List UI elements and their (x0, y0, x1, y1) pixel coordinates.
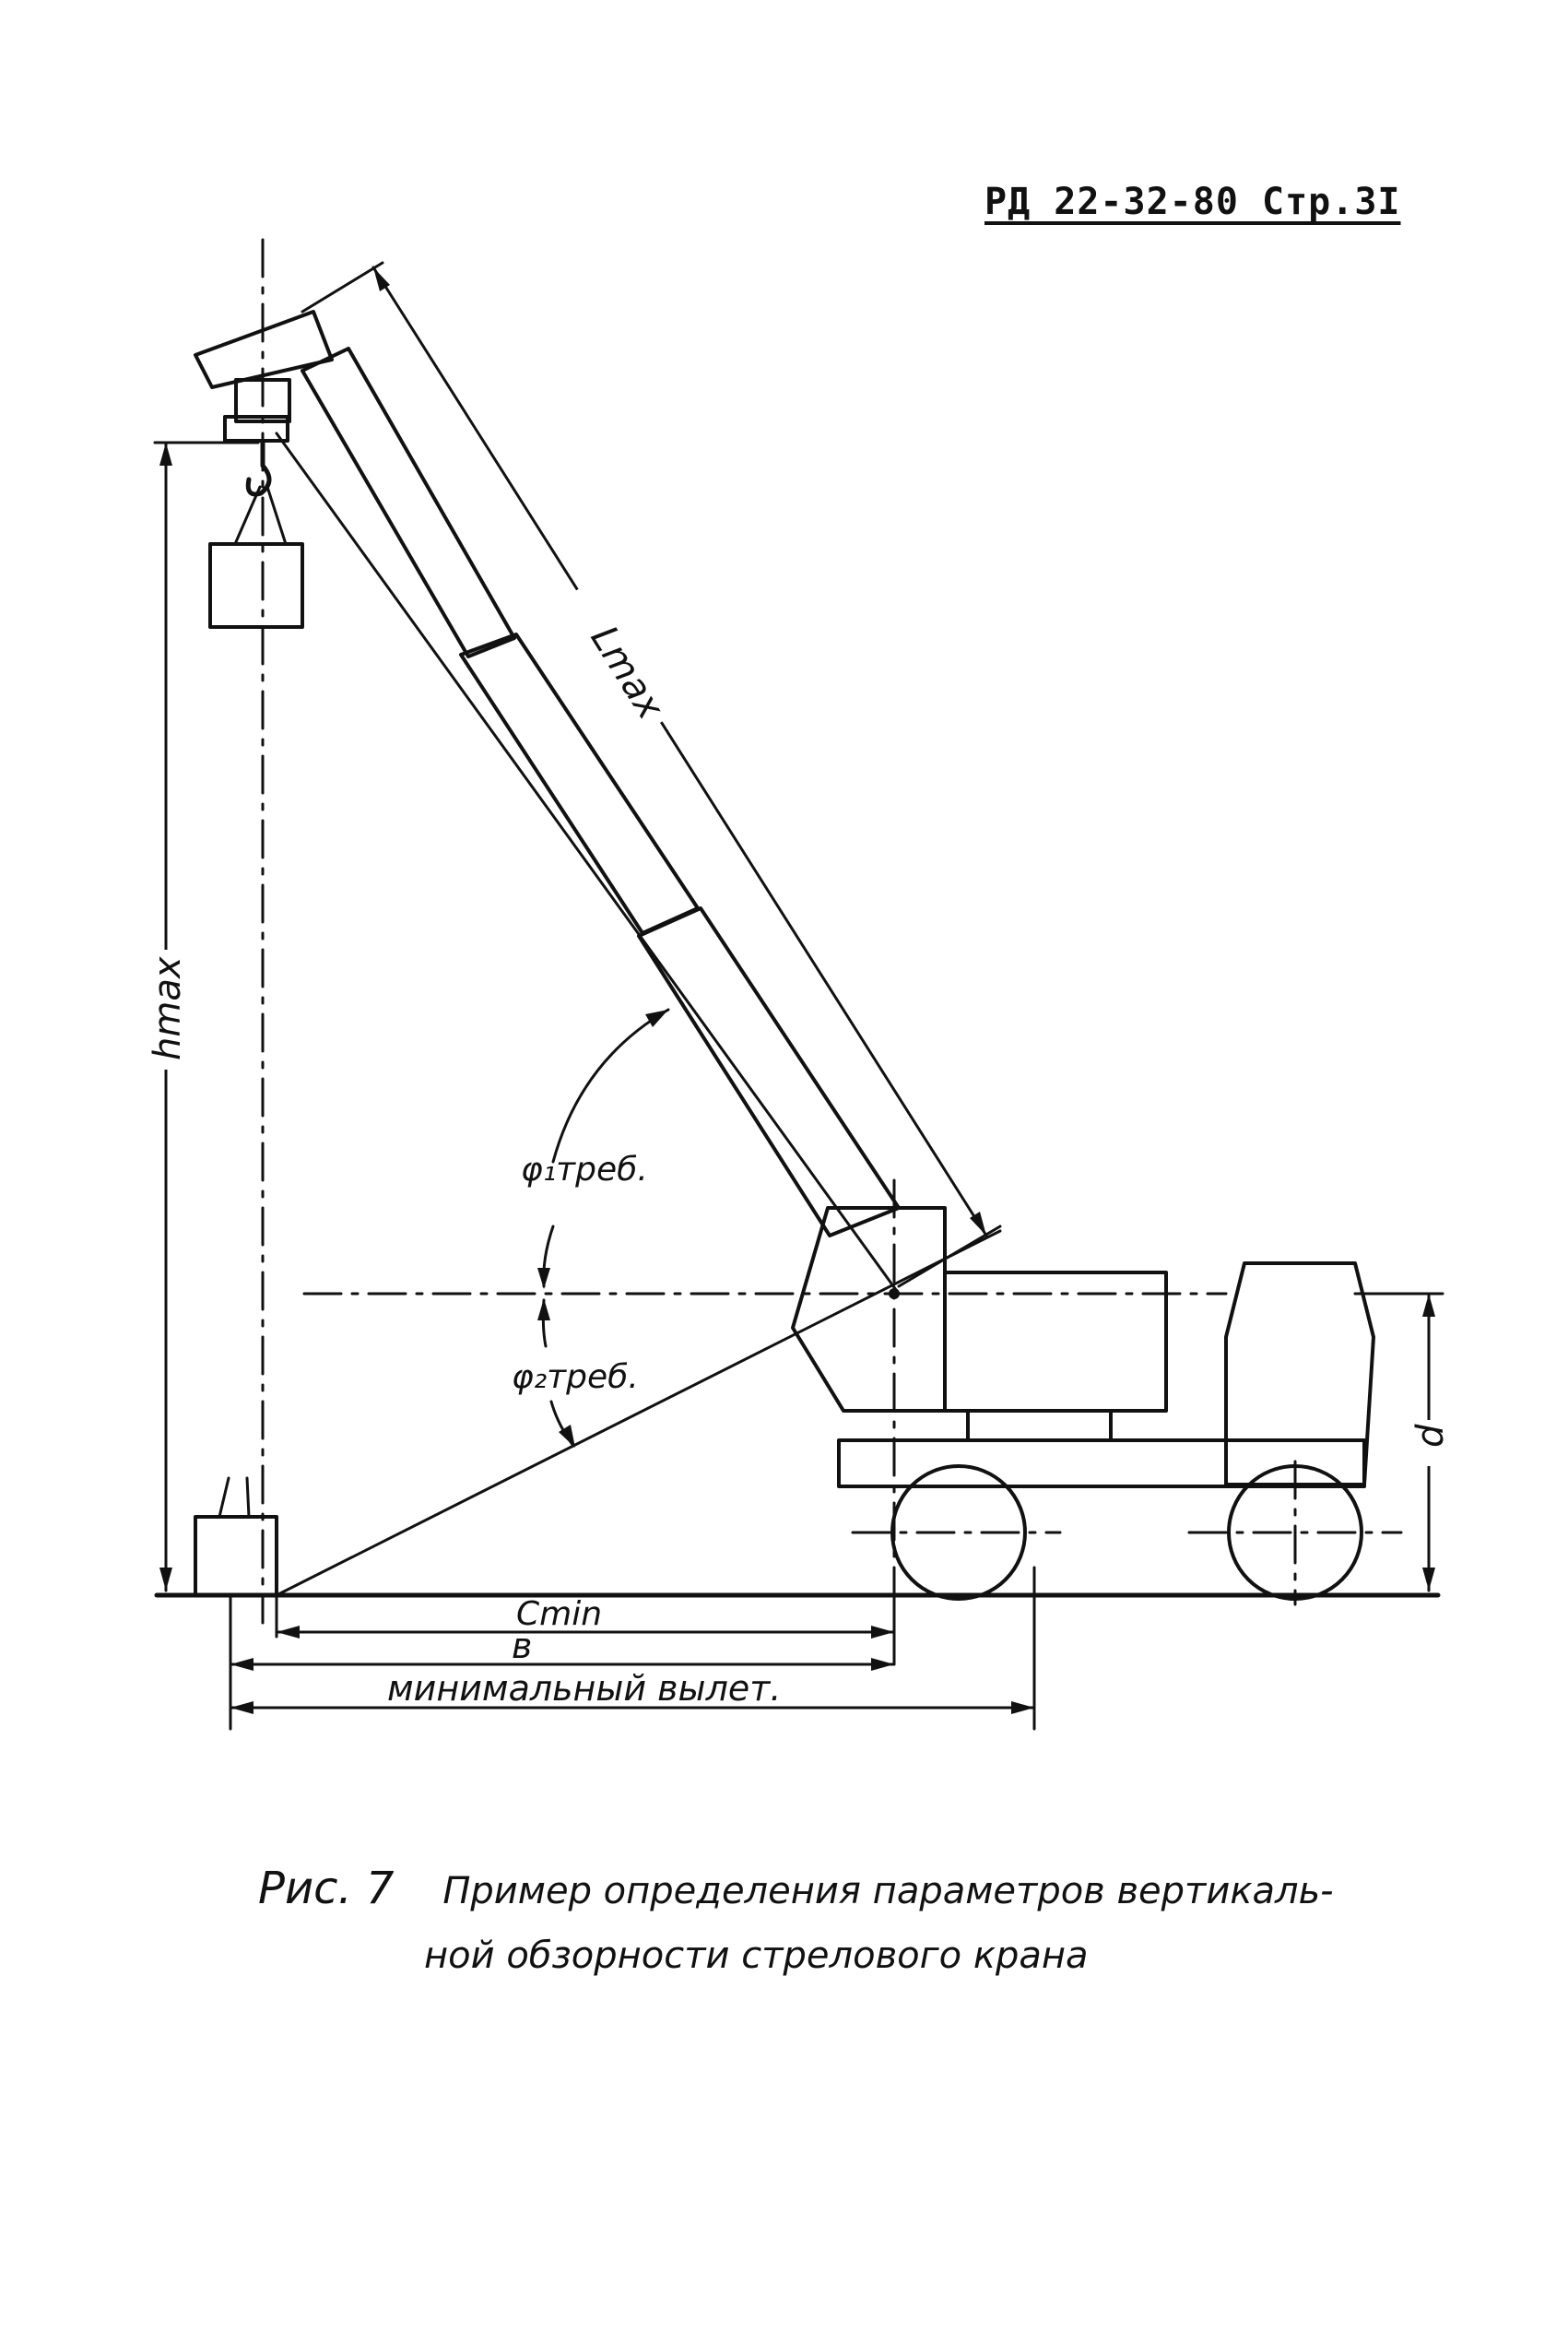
d-arrow-top (1422, 1294, 1435, 1317)
lmax-extension-top (301, 261, 384, 314)
load-sling-left (233, 485, 262, 546)
min-reach-arrow-right (1011, 1701, 1034, 1714)
lmax-label-gap (534, 587, 665, 750)
ground-load-sling-right (245, 1476, 251, 1519)
hook-block (234, 378, 291, 423)
lmax-dimension-line (371, 266, 988, 1237)
cmin-arrow-left (277, 1626, 300, 1639)
lower-sight-line (275, 1229, 1002, 1597)
boom-top-section (301, 347, 516, 658)
front-wheel (890, 1464, 1027, 1601)
hook-block-lower (223, 415, 289, 443)
hmax-label-gap (153, 950, 179, 1070)
ground-load (194, 1515, 278, 1597)
angle1-label: φ₁треб. (521, 1151, 648, 1189)
b-label: в (512, 1626, 532, 1666)
angle2-arc-arrow (559, 1425, 575, 1448)
min-reach-arrow-left (230, 1701, 253, 1714)
b-arrow-right (871, 1658, 894, 1671)
hook-icon (245, 438, 272, 497)
cmin-label: Cmin (516, 1595, 602, 1633)
b-arrow-left (230, 1658, 253, 1671)
hmax-arrow-top (159, 443, 172, 466)
figure-number: Рис. 7 (258, 1863, 395, 1914)
lmax-arrow-bottom (970, 1212, 986, 1236)
angle1-arc (551, 1008, 670, 1164)
ground-load-sling-left (218, 1476, 230, 1519)
d-label: d (1409, 1424, 1452, 1448)
hmax-arrow-bottom (159, 1568, 172, 1591)
angle2-arc-arrow-top (537, 1298, 550, 1320)
lmax-arrow-top (373, 267, 390, 291)
angle1-arc-arrow-bottom (537, 1268, 550, 1289)
boom-pivot (889, 1288, 900, 1299)
min-reach-label: минимальный вылет. (387, 1668, 781, 1709)
angle1-arc-arrow (645, 1010, 668, 1027)
caption-line-1: Пример определения параметров вертикаль- (442, 1870, 1334, 1912)
angle2-label: φ₂треб. (512, 1358, 639, 1396)
suspended-load (208, 542, 304, 629)
d-arrow-bottom (1422, 1568, 1435, 1591)
truck-cab (1224, 1261, 1375, 1486)
load-sling-right (265, 485, 288, 546)
d-label-gap (1416, 1420, 1442, 1466)
operator-cabin (791, 1206, 947, 1413)
hmax-label: hmax (147, 956, 189, 1060)
cmin-arrow-right (871, 1626, 894, 1639)
caption-line-2: ной обзорности стрелового крана (424, 1935, 1089, 1977)
boom-base-section (637, 906, 901, 1237)
upper-sight-line (275, 432, 901, 1296)
turntable (966, 1409, 1113, 1442)
boom-head (194, 310, 334, 389)
document-reference: РД 22-32-80 Стр.3I (984, 181, 1401, 223)
